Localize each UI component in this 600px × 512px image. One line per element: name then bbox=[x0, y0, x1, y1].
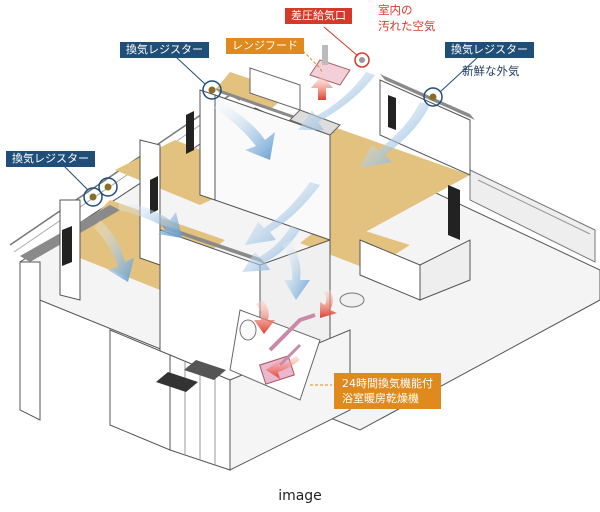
register-marker-left-2 bbox=[98, 177, 118, 197]
airflow-arrow-4 bbox=[360, 102, 430, 168]
airflow-arrow-6 bbox=[245, 182, 320, 245]
airflow-arrow-7 bbox=[242, 226, 300, 272]
airflow-arrow-1 bbox=[214, 100, 275, 160]
register-label-left: 換気レジスター bbox=[6, 151, 95, 167]
image-caption: image bbox=[278, 488, 322, 504]
bath-dryer-label-line1: 24時間換気機能付 bbox=[342, 377, 433, 390]
exhaust-arrow-bath-1 bbox=[254, 300, 275, 334]
register-dots bbox=[89, 57, 437, 201]
pressure-inlet-label: 差圧給気口 bbox=[285, 8, 352, 24]
airflow-arrow-2 bbox=[118, 200, 182, 238]
airflow-arrow-5 bbox=[298, 72, 375, 130]
fresh-air-arrows bbox=[94, 72, 430, 300]
register-marker-left-1 bbox=[83, 187, 103, 207]
exhaust-arrow-kitchen bbox=[311, 75, 333, 100]
register-markers bbox=[83, 52, 443, 207]
dirty-air-note: 室内の 汚れた空気 bbox=[378, 3, 436, 33]
airflow-arrow-3 bbox=[94, 220, 134, 282]
register-marker-right bbox=[423, 87, 443, 107]
dirty-air-arrows bbox=[254, 75, 337, 379]
airflow-arrow-8 bbox=[282, 240, 310, 300]
fresh-air-note: 新鮮な外気 bbox=[462, 64, 520, 78]
exhaust-arrow-bath-3 bbox=[266, 355, 300, 379]
register-marker-top bbox=[202, 80, 222, 100]
exhaust-arrow-bath-2 bbox=[320, 290, 337, 318]
bath-dryer-label-line2: 浴室暖房乾燥機 bbox=[342, 392, 419, 405]
inlet-marker bbox=[354, 52, 370, 68]
bath-dryer-label: 24時間換気機能付 浴室暖房乾燥機 bbox=[334, 373, 441, 409]
leader-lines bbox=[63, 26, 479, 386]
register-label-top: 換気レジスター bbox=[120, 42, 209, 58]
range-hood-label: レンジフード bbox=[226, 38, 304, 54]
register-label-right: 換気レジスター bbox=[445, 42, 534, 58]
